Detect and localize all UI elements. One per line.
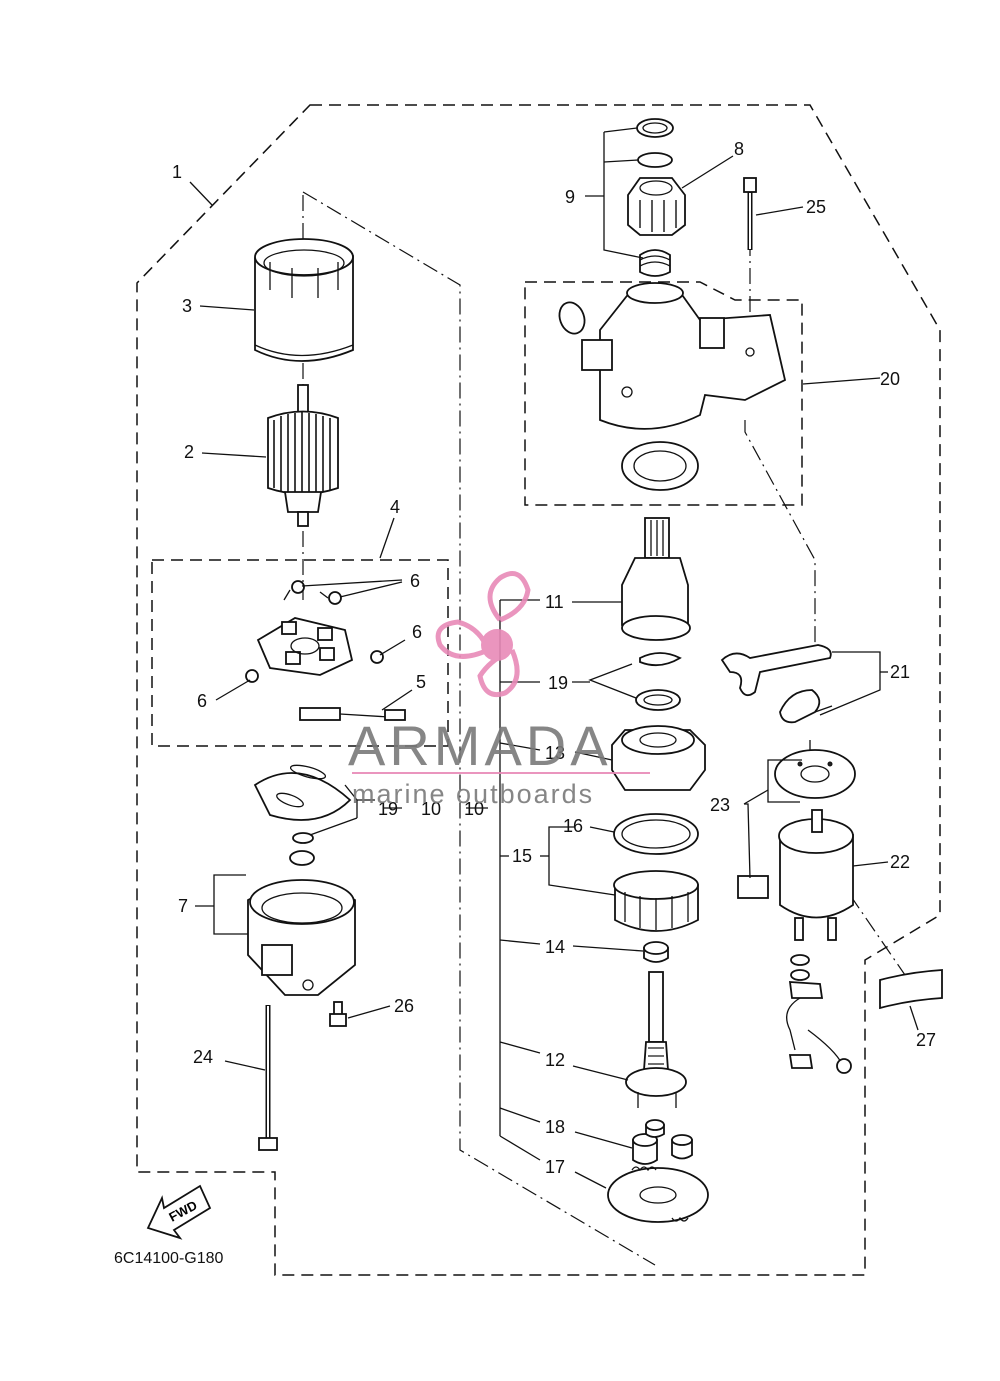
axis-line-27 (849, 894, 906, 976)
callout-20: 20 (880, 369, 900, 389)
callout-18: 18 (545, 1117, 565, 1137)
gear-housing-part-13 (611, 725, 706, 791)
watermark-brand: ARMADA (348, 714, 612, 777)
callout-6c: 6 (197, 691, 207, 711)
callout-10a: 10 (421, 799, 441, 819)
yoke-part-3 (254, 238, 354, 362)
stop-ring-part-9 (636, 118, 674, 277)
leader-lines (189, 127, 919, 1189)
callout-6a: 6 (410, 571, 420, 591)
callout-4: 4 (390, 497, 400, 517)
callout-16: 16 (563, 816, 583, 836)
callout-15: 15 (512, 846, 532, 866)
drive-part-11 (621, 517, 691, 641)
callout-10b: 10 (464, 799, 484, 819)
brush-lead-part-5 (299, 707, 406, 721)
plunger-cover-part-23 (737, 749, 856, 899)
callout-27: 27 (916, 1030, 936, 1050)
callout-26: 26 (394, 996, 414, 1016)
washer-plate-part-17 (607, 1166, 709, 1223)
callout-1: 1 (172, 162, 182, 182)
brush-plate-part-19 (253, 764, 352, 844)
callout-19b: 19 (548, 673, 568, 693)
callout-17: 17 (545, 1157, 565, 1177)
callout-7: 7 (178, 896, 188, 916)
callout-3: 3 (182, 296, 192, 316)
callout-8: 8 (734, 139, 744, 159)
propeller-logo-icon (435, 571, 531, 698)
planet-gear-part-18 (632, 1119, 693, 1165)
screw-part-26 (329, 1001, 347, 1027)
armada-watermark: ARMADA marine outboards (348, 571, 650, 809)
fwd-arrow-icon (146, 1184, 212, 1240)
front-bracket-boundary (524, 281, 803, 506)
bushing-part-14 (643, 941, 669, 963)
rear-cover-part-7 (247, 850, 356, 996)
callout-23: 23 (710, 795, 730, 815)
callout-11: 11 (545, 592, 564, 612)
callout-19a: 19 (378, 799, 398, 819)
packing-part-16 (613, 813, 699, 855)
propeller-hub-icon (481, 629, 513, 661)
axis-line-lever (744, 420, 816, 648)
internal-gear-part-15 (613, 870, 699, 932)
callout-14: 14 (545, 937, 565, 957)
bolt-part-25 (743, 177, 757, 250)
callout-9: 9 (565, 187, 575, 207)
callout-5: 5 (416, 672, 426, 692)
callout-22: 22 (890, 852, 910, 872)
callout-24: 24 (193, 1047, 213, 1067)
front-bracket-part-20 (558, 282, 787, 491)
callout-labels: 1 2 3 4 5 6 6 6 7 8 9 10 10 11 12 13 14 … (172, 139, 936, 1177)
callout-12: 12 (545, 1050, 565, 1070)
label-part-27 (879, 969, 943, 1010)
axis-line-left (302, 191, 656, 1266)
armature-part-2 (267, 384, 339, 527)
brush-holder-part-4 (256, 617, 354, 676)
solenoid-part-22 (778, 809, 854, 1074)
callout-6b: 6 (412, 622, 422, 642)
through-bolt-part-24 (258, 1005, 278, 1151)
assembly-boundary (136, 104, 941, 1276)
watermark-tagline: marine outboards (352, 779, 594, 809)
callout-2: 2 (184, 442, 194, 462)
brush-spring-part-6 (245, 580, 384, 683)
shift-lever-part-21 (720, 644, 833, 760)
shaft-part-12 (625, 971, 687, 1108)
diagram-code: 6C14100-G180 (114, 1250, 224, 1267)
pinion-part-8 (627, 177, 686, 236)
callout-21: 21 (890, 662, 910, 682)
clip-ring-part-19 (635, 652, 682, 711)
callout-13: 13 (545, 743, 565, 763)
callout-25: 25 (806, 197, 826, 217)
